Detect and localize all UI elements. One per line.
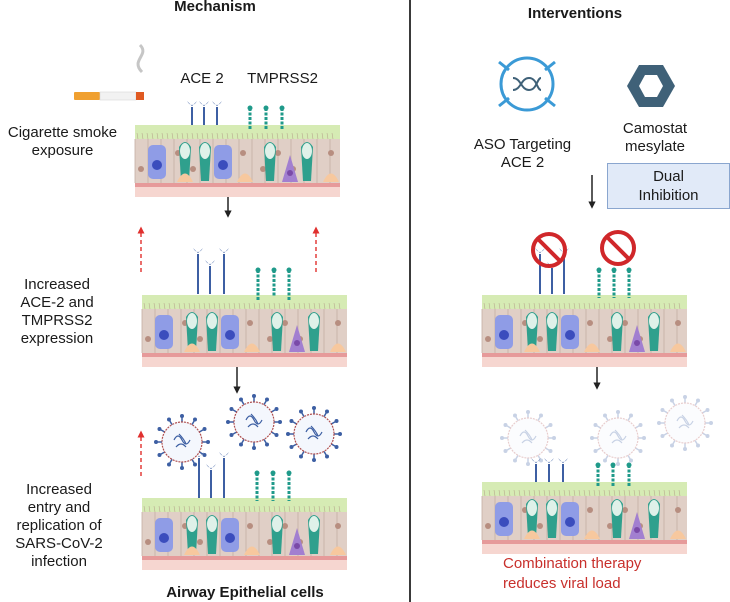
sars-cov-2-virus-icon xyxy=(657,395,713,451)
tmprss2-receptor xyxy=(286,267,292,300)
epithelium-tissue xyxy=(141,498,347,570)
ace2-label: ACE 2 xyxy=(180,70,224,87)
tmprss2-receptor xyxy=(279,105,285,130)
tmprss2-receptor xyxy=(270,470,276,501)
camostat-line: Camostat xyxy=(622,120,688,137)
ace2-receptor xyxy=(193,248,203,294)
row-3-line: entry and xyxy=(27,499,91,516)
row-2-line: TMPRSS2 xyxy=(21,312,93,329)
inhibition-icon xyxy=(600,230,636,266)
outcome-line: reduces viral load xyxy=(503,575,621,592)
ace2-receptor xyxy=(212,101,222,125)
epithelium-tissue xyxy=(481,482,687,554)
ace2-receptor xyxy=(535,248,545,294)
tmprss2-receptor xyxy=(286,470,292,501)
tmprss2-label: TMPRSS2 xyxy=(247,70,318,87)
tmprss2-receptor xyxy=(595,462,601,487)
row-1-line: Cigarette smoke xyxy=(7,124,118,141)
ace2-receptor xyxy=(531,458,541,482)
airway-epithelial-footer: Airway Epithelial cells xyxy=(166,584,324,601)
hexagon-molecule-icon xyxy=(627,65,675,107)
row-2-line: Increased xyxy=(24,276,90,293)
tmprss2-receptor xyxy=(255,267,261,300)
camostat-label: Camostat mesylate xyxy=(605,120,705,156)
outcome-line: Combination therapy xyxy=(503,555,642,572)
sars-cov-2-virus-icon xyxy=(500,410,556,466)
interventions-heading: Interventions xyxy=(527,5,623,22)
row-2-label: Increased ACE-2 and TMPRSS2 expression xyxy=(12,276,102,348)
tmprss2-receptor xyxy=(254,470,260,501)
aso-line: ACE 2 xyxy=(500,154,545,171)
ace2-receptor xyxy=(194,452,204,498)
ace2-receptor xyxy=(187,101,197,125)
cigarette-icon xyxy=(74,43,145,101)
epithelium-tissue xyxy=(481,295,687,367)
row-3-line: replication of xyxy=(16,517,102,534)
row-3-line: infection xyxy=(31,553,87,570)
tmprss2-receptor xyxy=(271,267,277,296)
ace2-receptor xyxy=(205,260,215,294)
tmprss2-receptor xyxy=(247,105,253,130)
row-3-line: SARS-CoV-2 xyxy=(15,535,103,552)
dual-inhibition-box: Dual Inhibition xyxy=(607,163,730,209)
ace2-receptor xyxy=(199,101,209,125)
outcome-text: Combination therapy reduces viral load xyxy=(503,554,703,594)
ace2-receptor xyxy=(219,248,229,294)
ace2-receptor xyxy=(219,452,229,498)
dual-line: Inhibition xyxy=(638,187,699,204)
tmprss2-receptor xyxy=(596,267,602,298)
epithelium-tissue xyxy=(134,125,340,197)
ace2-receptor xyxy=(544,458,554,482)
row-1-line: exposure xyxy=(31,142,94,159)
ace2-receptor xyxy=(558,458,568,482)
ace2-receptor xyxy=(206,464,216,498)
sars-cov-2-virus-icon xyxy=(286,406,342,462)
row-2-line: ACE-2 and xyxy=(20,294,94,311)
dna-target-icon xyxy=(498,56,556,112)
row-3-line: Increased xyxy=(26,481,92,498)
panel-divider xyxy=(409,0,411,602)
tmprss2-receptor xyxy=(626,462,632,487)
tmprss2-receptor xyxy=(263,105,269,130)
row-3-label: Increased entry and replication of SARS-… xyxy=(4,481,114,571)
dual-line: Dual xyxy=(653,168,684,185)
sars-cov-2-virus-icon xyxy=(590,410,646,466)
sars-cov-2-virus-icon xyxy=(226,394,282,450)
tmprss2-receptor xyxy=(611,267,617,298)
aso-label: ASO Targeting ACE 2 xyxy=(460,136,585,172)
camostat-line: mesylate xyxy=(624,138,686,155)
inhibition-icon xyxy=(531,232,567,268)
row-2-line: expression xyxy=(20,330,94,347)
mechanism-heading: Mechanism xyxy=(174,0,256,15)
epithelium-tissue xyxy=(141,295,347,367)
tmprss2-receptor xyxy=(626,267,632,298)
aso-line: ASO Targeting xyxy=(473,136,572,153)
tmprss2-receptor xyxy=(610,462,616,487)
sars-cov-2-virus-icon xyxy=(154,414,210,470)
row-1-label: Cigarette smoke exposure xyxy=(0,124,125,160)
